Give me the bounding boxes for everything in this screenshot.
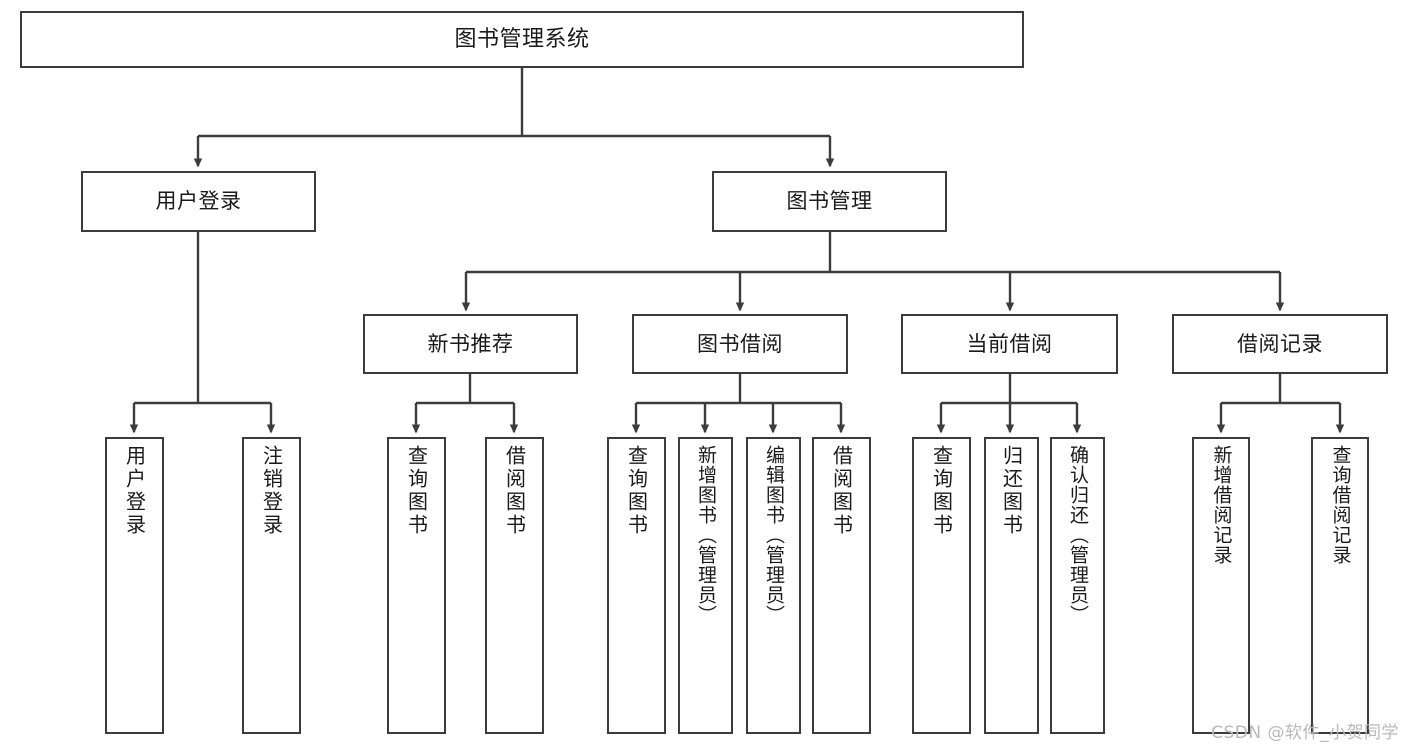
node-label: 查询图书 xyxy=(624,445,649,537)
node-book-borrow[interactable]: 图书借阅 xyxy=(632,314,848,374)
node-leaf-borrow-book-recommend[interactable]: 借阅图书 xyxy=(485,437,544,734)
node-label: 借阅记录 xyxy=(1237,331,1323,356)
node-label: 查询图书 xyxy=(929,445,954,537)
node-leaf-add-book-admin[interactable]: 新增图书（管理员） xyxy=(678,437,733,734)
node-label: 确认归还（管理员） xyxy=(1067,445,1089,625)
node-label: 用户登录 xyxy=(155,189,242,214)
node-user-login[interactable]: 用户登录 xyxy=(81,171,316,232)
node-label: 注销登录 xyxy=(259,445,284,537)
node-book-management[interactable]: 图书管理 xyxy=(712,171,947,232)
node-new-book-recommend[interactable]: 新书推荐 xyxy=(363,314,578,374)
node-leaf-confirm-return-admin[interactable]: 确认归还（管理员） xyxy=(1050,437,1105,734)
node-label: 归还图书 xyxy=(999,445,1024,537)
node-label: 图书借阅 xyxy=(697,331,783,356)
node-borrow-records[interactable]: 借阅记录 xyxy=(1172,314,1388,374)
node-leaf-add-borrow-record[interactable]: 新增借阅记录 xyxy=(1192,437,1250,734)
node-label: 编辑图书（管理员） xyxy=(763,445,785,625)
node-label: 借阅图书 xyxy=(502,445,527,537)
node-label: 图书管理系统 xyxy=(454,26,590,52)
node-label: 查询图书 xyxy=(404,445,429,537)
node-label: 用户登录 xyxy=(122,445,147,537)
node-leaf-query-book-borrow[interactable]: 查询图书 xyxy=(607,437,666,734)
node-label: 查询借阅记录 xyxy=(1329,445,1352,565)
node-leaf-user-login[interactable]: 用户登录 xyxy=(105,437,164,734)
node-label: 新书推荐 xyxy=(427,331,514,356)
node-label: 借阅图书 xyxy=(829,445,854,537)
node-root-system[interactable]: 图书管理系统 xyxy=(20,11,1024,68)
node-label: 新增借阅记录 xyxy=(1210,445,1233,565)
node-leaf-return-book[interactable]: 归还图书 xyxy=(984,437,1039,734)
node-label: 当前借阅 xyxy=(966,331,1053,356)
node-leaf-query-borrow-record[interactable]: 查询借阅记录 xyxy=(1311,437,1369,734)
node-leaf-query-book-current[interactable]: 查询图书 xyxy=(912,437,971,734)
node-leaf-query-book-recommend[interactable]: 查询图书 xyxy=(387,437,446,734)
node-leaf-logout[interactable]: 注销登录 xyxy=(242,437,301,734)
node-leaf-borrow-book[interactable]: 借阅图书 xyxy=(812,437,871,734)
node-current-borrow[interactable]: 当前借阅 xyxy=(901,314,1118,374)
node-leaf-edit-book-admin[interactable]: 编辑图书（管理员） xyxy=(746,437,801,734)
node-label: 新增图书（管理员） xyxy=(695,445,717,625)
node-label: 图书管理 xyxy=(786,189,873,214)
